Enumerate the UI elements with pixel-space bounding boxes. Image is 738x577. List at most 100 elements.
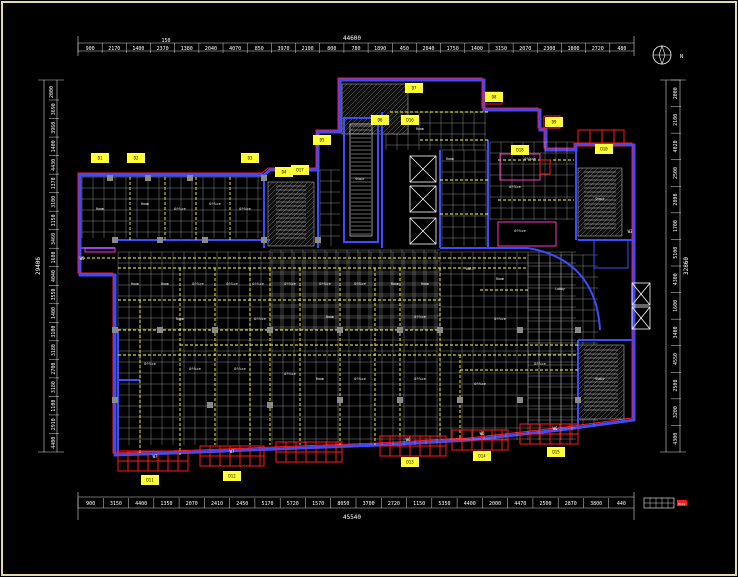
room-label: Office [174,207,186,211]
window-label: W6 [406,437,411,442]
dimension-value: 2870 [565,501,577,507]
hatch-line [341,83,378,120]
hatch-line [308,240,315,247]
column [157,327,163,333]
tag-label: D18 [516,148,524,153]
dimension-value: 1570 [312,501,324,507]
tag-box [545,117,563,127]
dimension-value: 3700 [363,501,375,507]
room-label: Room [176,317,184,321]
yellow-partitions [82,111,578,455]
hatch-line [267,181,314,228]
dimension-value: 3550 [51,289,57,301]
hatch-line [298,230,315,247]
column [437,327,443,333]
hatch-line [293,225,315,247]
tag-box [547,447,565,457]
tag-box [401,457,419,467]
dimension-value: 900 [86,46,95,52]
column [315,237,321,243]
hatch-line [577,167,614,204]
room-label: Room [326,315,334,319]
dimension-value: 3100 [51,196,57,208]
structural-columns [107,175,581,408]
dimension-value: 3970 [277,46,289,52]
tag-label: D13 [406,460,414,465]
room-label: Office [239,207,251,211]
tag-label: D7 [412,86,417,91]
hatch-line [267,181,284,198]
hatch-line [577,368,625,416]
hatch-line [283,215,315,247]
column [261,237,267,243]
room-label: Office [284,282,296,286]
hatch-line [577,344,619,386]
hatch-line [609,223,623,237]
dimension-value: 2070 [186,501,198,507]
room-label: Hall [466,267,474,271]
dimension-value: 5170 [262,501,274,507]
dimension-value: 1800 [568,46,580,52]
hatch-line [577,167,594,184]
dimension-value: 2720 [388,501,400,507]
dimension-value: 780 [351,46,360,52]
dimension-value: 4400 [464,501,476,507]
room-label: Room [391,282,399,286]
dimension-value: 3180 [51,344,57,356]
dimension-value: 1400 [51,307,57,319]
tag-label: D16 [406,118,414,123]
room-label: Room [421,282,429,286]
hatch-line [614,228,623,237]
stair-core-left [343,117,379,243]
tag-box [291,165,309,175]
hatch-line [341,83,363,105]
dimension-value: 4400 [135,501,147,507]
dimension-value: 1370 [51,177,57,189]
hatch-line [361,87,409,135]
hatch-line [577,344,599,366]
dimension-value: 4470 [514,501,526,507]
column [187,175,193,181]
legend: HD01 [643,497,687,509]
hatch-line [577,344,604,371]
dimension-value: 900 [86,501,95,507]
dimension-value: 1700 [673,220,679,232]
hatch-line [381,107,409,135]
dimension-value: 2800 [673,194,679,206]
tag-box [127,153,145,163]
room-label: Stair [595,377,605,381]
room-label: Office [226,282,238,286]
room-label: Office [354,282,366,286]
room-label: Office [234,367,246,371]
tag-label: D12 [228,474,236,479]
hatch-line [583,378,625,420]
tag-label: D9 [552,120,557,125]
dimension-value: 3690 [51,103,57,115]
left-total-dimension: 29406 [35,257,42,275]
room-label: Office [509,185,521,189]
left-top-label: 2000 [49,86,55,98]
column [337,397,343,403]
dimension-value: 2100 [673,114,679,126]
tag-box [371,115,389,125]
floor-tile-grid [81,111,598,445]
dimension-value: 1400 [51,140,57,152]
hatch-line [577,178,623,224]
hatch-line [577,363,625,411]
dimension-value: 850 [255,46,264,52]
dimension-value: 3960 [51,122,57,134]
tag-box [511,145,529,155]
column [202,237,208,243]
hatch-line [588,383,625,420]
hatch-line [618,413,625,420]
room-label: Room [496,277,504,281]
hatch-line [577,167,584,174]
facade-window-bays [117,423,579,472]
dimension-value: 2170 [108,46,120,52]
window-label: W6 [480,431,485,436]
window-label: W3 [628,229,633,234]
